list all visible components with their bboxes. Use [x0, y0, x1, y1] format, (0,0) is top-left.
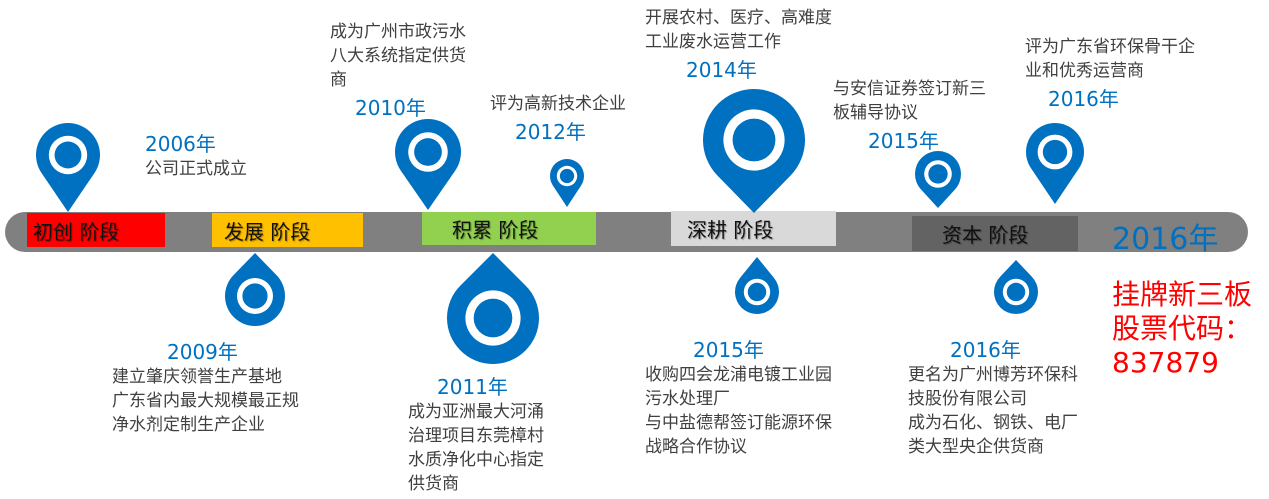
- event-year: 2010年: [355, 96, 426, 120]
- listing-line: 挂牌新三板: [1112, 278, 1253, 311]
- event-text: 供货商: [408, 474, 459, 494]
- event-text: 与中盐德帮签订能源环保: [645, 413, 832, 433]
- stage-label: 发展 阶段: [224, 219, 311, 244]
- stage-capital: 资本 阶段: [912, 216, 1078, 251]
- event-year: 2012年: [515, 120, 586, 144]
- event-year: 2006年: [145, 132, 216, 156]
- event-text: 战略合作协议: [645, 437, 747, 457]
- location-pin-icon: [993, 260, 1038, 314]
- event-text: 评为广东省环保骨干企: [1025, 37, 1195, 57]
- stage-label: 初创 阶段: [33, 219, 120, 244]
- event-text: 公司正式成立: [145, 159, 247, 179]
- listing-line: 837879: [1112, 346, 1219, 379]
- location-pin-icon: [1026, 123, 1084, 204]
- location-pin-icon: [36, 123, 100, 212]
- event-text: 净水剂定制生产企业: [112, 415, 265, 435]
- event-text: 业和优秀运营商: [1025, 61, 1144, 81]
- location-pin-icon: [550, 159, 584, 207]
- listing-note: 挂牌新三板 股票代码： 837879: [1112, 278, 1252, 380]
- location-pin-icon: [447, 253, 539, 364]
- event-text: 成为广州市政污水: [330, 22, 466, 42]
- event-text: 开展农村、医疗、高难度: [645, 8, 832, 28]
- stage-label: 深耕 阶段: [687, 218, 774, 242]
- event-year: 2015年: [693, 338, 764, 362]
- event-text: 成为石化、钢铁、电厂: [908, 413, 1078, 433]
- location-pin-icon: [395, 119, 462, 210]
- event-2010: 成为广州市政污水 八大系统指定供货 商 2010年: [330, 20, 466, 121]
- event-2006: 2006年 公司正式成立: [145, 128, 247, 181]
- stage-label: 积累 阶段: [452, 218, 539, 242]
- event-text: 类大型央企供货商: [908, 437, 1044, 457]
- location-pin-icon: [225, 253, 285, 326]
- event-text: 广东省内最大规模最正规: [112, 391, 299, 411]
- event-2016-below: 2016年 更名为广州博芳环保科 技股份有限公司 成为石化、钢铁、电厂 类大型央…: [908, 334, 1078, 459]
- event-2015-above: 与安信证券签订新三 板辅导协议 2015年: [833, 77, 986, 154]
- location-pin-icon: [734, 257, 779, 314]
- event-text: 水质净化中心指定: [408, 450, 544, 470]
- end-year-label: 2016年: [1112, 222, 1219, 257]
- event-text: 成为亚洲最大河涌: [408, 402, 544, 422]
- event-text: 商: [330, 70, 347, 90]
- location-pin-icon: [914, 150, 961, 208]
- event-text: 更名为广州博芳环保科: [908, 365, 1078, 385]
- event-text: 工业废水运营工作: [645, 32, 781, 52]
- event-text: 建立肇庆领誉生产基地: [112, 367, 282, 387]
- event-year: 2011年: [437, 375, 508, 399]
- event-2009: 2009年 建立肇庆领誉生产基地 广东省内最大规模最正规 净水剂定制生产企业: [112, 336, 299, 437]
- listing-line: 股票代码：: [1112, 312, 1253, 345]
- event-year: 2014年: [686, 58, 757, 82]
- event-year: 2009年: [167, 340, 238, 364]
- event-year: 2016年: [1048, 87, 1119, 111]
- stage-startup: 初创 阶段: [27, 213, 165, 247]
- event-text: 治理项目东莞樟村: [408, 426, 544, 446]
- event-text: 收购四会龙浦电镀工业园: [645, 365, 832, 385]
- event-year: 2015年: [868, 129, 939, 153]
- event-2014: 开展农村、医疗、高难度 工业废水运营工作 2014年: [645, 6, 832, 83]
- location-pin-icon: [703, 89, 805, 213]
- event-text: 与安信证券签订新三: [833, 79, 986, 99]
- event-text: 污水处理厂: [645, 389, 730, 409]
- event-2016-above: 评为广东省环保骨干企 业和优秀运营商 2016年: [1025, 35, 1195, 112]
- event-2012: 评为高新技术企业 2012年: [490, 92, 626, 145]
- stage-deepening: 深耕 阶段: [671, 211, 836, 246]
- event-text: 技股份有限公司: [908, 389, 1027, 409]
- event-2011: 2011年 成为亚洲最大河涌 治理项目东莞樟村 水质净化中心指定 供货商: [408, 371, 544, 496]
- event-text: 评为高新技术企业: [490, 94, 626, 114]
- stage-accumulation: 积累 阶段: [422, 212, 596, 245]
- event-text: 八大系统指定供货: [330, 46, 466, 66]
- event-2015-below: 2015年 收购四会龙浦电镀工业园 污水处理厂 与中盐德帮签订能源环保 战略合作…: [645, 334, 832, 459]
- stage-development: 发展 阶段: [212, 213, 363, 247]
- event-year: 2016年: [950, 338, 1021, 362]
- stage-label: 资本 阶段: [942, 223, 1029, 247]
- event-text: 板辅导协议: [833, 103, 918, 123]
